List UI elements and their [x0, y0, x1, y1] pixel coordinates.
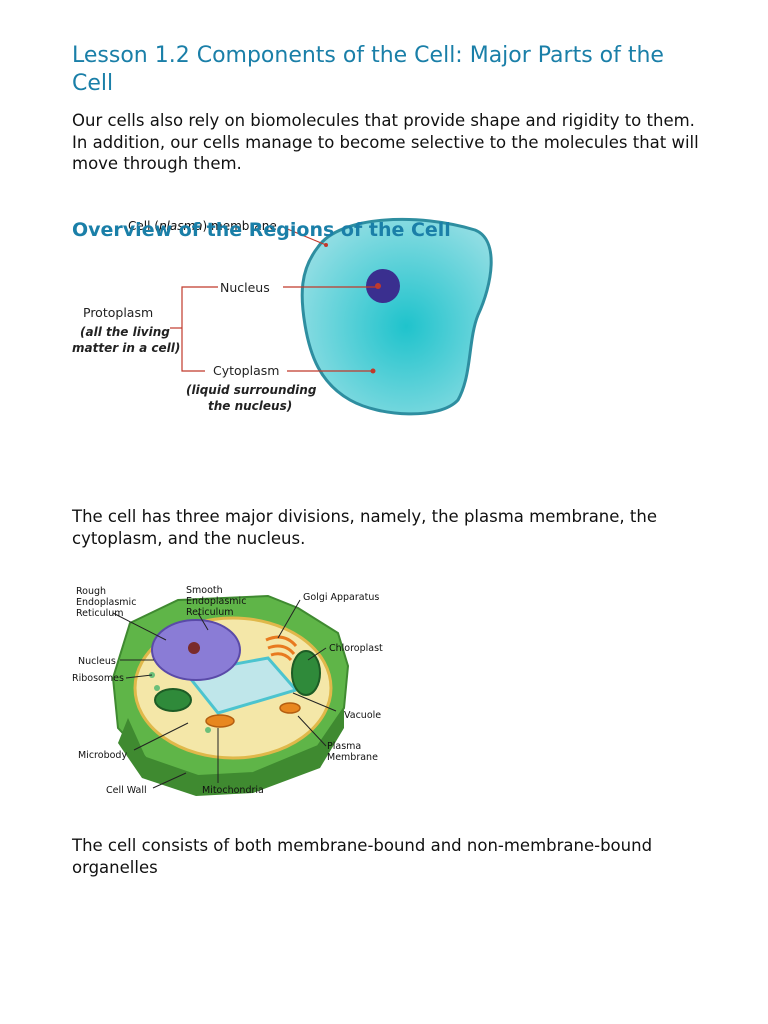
microbody-label: Microbody: [78, 750, 127, 761]
cell-body: [300, 217, 493, 416]
protoplasm-note-2: matter in a cell): [72, 341, 180, 355]
divisions-paragraph: The cell has three major divisions, name…: [72, 507, 657, 548]
cytoplasm-label: Cytoplasm: [213, 363, 279, 378]
golgi-label: Golgi Apparatus: [303, 592, 379, 603]
protoplasm-label: Protoplasm: [83, 305, 153, 320]
nucleus-label-2: Nucleus: [78, 656, 116, 667]
intro-paragraph: Our cells also rely on biomolecules that…: [72, 111, 699, 173]
cell-regions-diagram: Cell (plasma) membrane Nucleus Protoplas…: [72, 217, 493, 416]
nucleus-label: Nucleus: [220, 280, 270, 295]
cell-wall-label: Cell Wall: [106, 785, 147, 796]
cytoplasm-note: (liquid surrounding: [186, 383, 317, 397]
cell-membrane-label: Cell (plasma) membrane: [128, 219, 277, 233]
mitochondria-label: Mitochondria: [202, 785, 264, 796]
nucleus-shape: [366, 269, 400, 303]
cytoplasm-note-2: the nucleus): [208, 399, 292, 413]
vacuole-label: Vacuole: [344, 710, 381, 721]
ribosomes-label: Ribosomes: [72, 673, 124, 684]
protoplasm-note: (all the living: [80, 325, 170, 339]
overview-heading: Overview of the Regions of the Cell: [72, 219, 451, 241]
organelles-paragraph: The cell consists of both membrane-bound…: [72, 836, 653, 877]
chloroplast-label: Chloroplast: [329, 643, 383, 654]
lesson-title: Lesson 1.2 Components of the Cell: Major…: [72, 43, 664, 96]
